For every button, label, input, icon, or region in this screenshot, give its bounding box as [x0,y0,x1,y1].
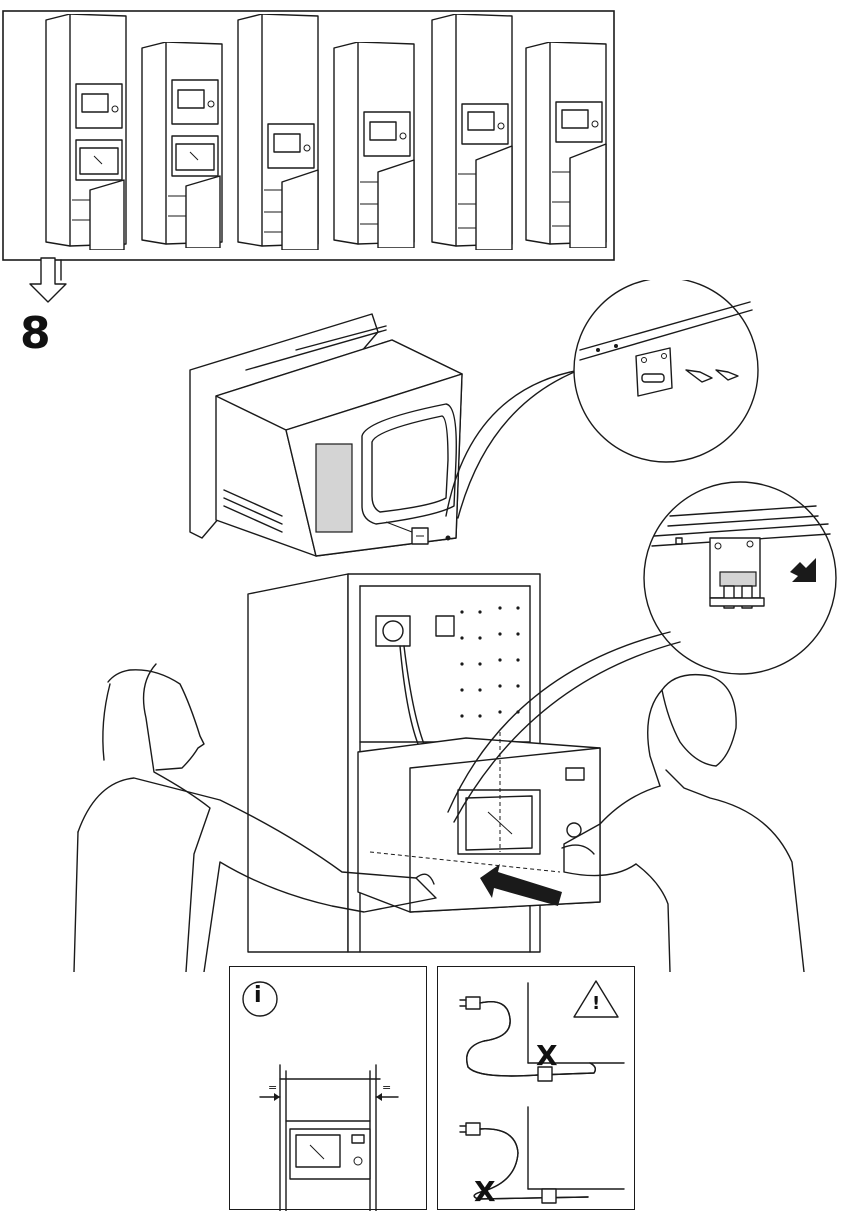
warning-triangle-glyph: ! [592,993,601,1014]
hook-detail-callout [640,480,840,680]
down-arrow-icon [26,254,78,306]
cabinet-overview-3 [236,14,322,250]
installation-scene [70,572,810,972]
warning-panel: ! X X [437,966,635,1210]
cabinet-overview-6 [524,42,610,248]
equal-mark-left: = [268,1081,278,1094]
info-icon-glyph: i [254,983,262,1008]
equal-mark-right: = [382,1081,392,1094]
microwave-rear-view [186,310,476,570]
info-panel: i = = [229,966,427,1211]
bracket-detail-callout [430,280,760,560]
wrong-mark-top: X [536,1039,558,1072]
cabinet-overview-4 [332,42,418,248]
cabinet-overview-1 [44,14,130,250]
cabinet-overview-5 [430,14,516,250]
wrong-mark-bottom: X [474,1175,496,1208]
push-arrow-icon [480,864,562,906]
step-number: 8 [20,308,51,359]
cabinet-overview-2 [140,42,226,248]
